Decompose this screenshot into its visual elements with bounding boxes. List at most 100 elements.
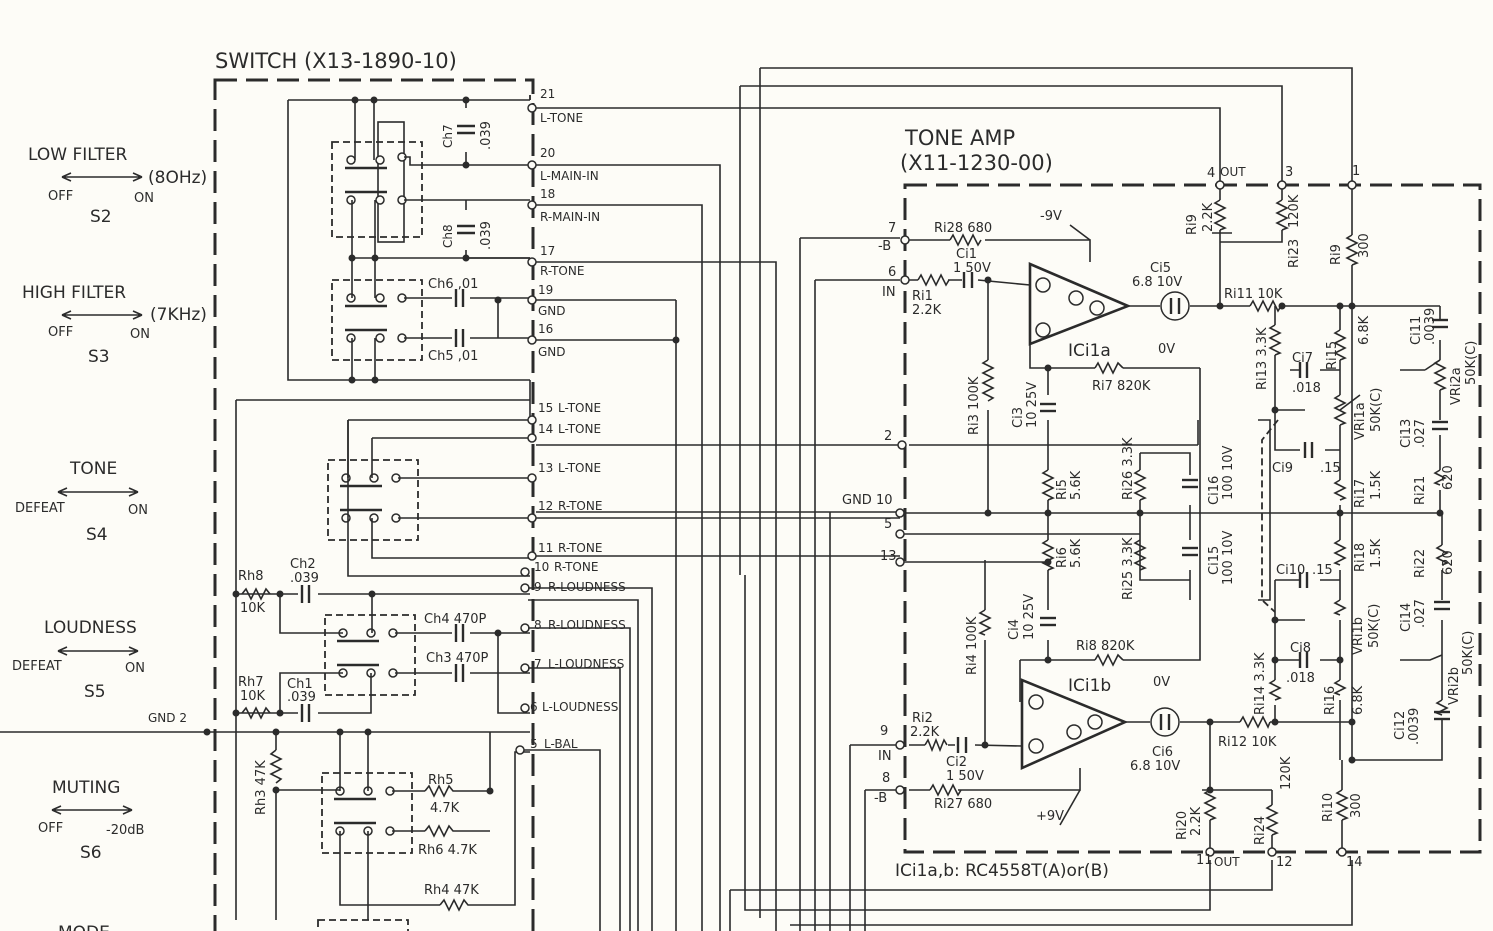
svg-text:300: 300 bbox=[1357, 233, 1372, 258]
svg-text:50K(C): 50K(C) bbox=[1367, 604, 1382, 648]
svg-text:R-TONE: R-TONE bbox=[558, 499, 602, 513]
svg-text:Ci4: Ci4 bbox=[1007, 619, 1022, 640]
svg-text:L-LOUDNESS: L-LOUDNESS bbox=[542, 700, 618, 714]
svg-text:Ci3: Ci3 bbox=[1011, 407, 1026, 428]
svg-text:Ri17: Ri17 bbox=[1353, 479, 1368, 508]
switch-note: (7KHz) bbox=[150, 305, 207, 325]
svg-text:Ch2: Ch2 bbox=[290, 557, 316, 572]
switch-id: S4 bbox=[86, 525, 108, 545]
svg-text:20: 20 bbox=[540, 146, 555, 160]
svg-text:Ri25 3.3K: Ri25 3.3K bbox=[1121, 537, 1136, 600]
switch-mode-mechanism bbox=[317, 919, 409, 931]
svg-text:4.7K: 4.7K bbox=[430, 801, 460, 816]
svg-text:4: 4 bbox=[1207, 166, 1215, 181]
svg-text:.0039: .0039 bbox=[1423, 308, 1438, 345]
svg-text:19: 19 bbox=[538, 283, 553, 297]
svg-text:L-TONE: L-TONE bbox=[558, 401, 601, 415]
svg-text:GND 10: GND 10 bbox=[842, 493, 892, 508]
svg-text:.027: .027 bbox=[1413, 419, 1428, 448]
svg-text:13: 13 bbox=[880, 549, 897, 564]
svg-text:120K: 120K bbox=[1287, 194, 1302, 228]
svg-text:Ci12: Ci12 bbox=[1393, 711, 1408, 740]
tone-amp-board-outline bbox=[903, 183, 1482, 854]
switch-component-labels: Ch7 .039 Ch8 .039 Ch6 ,01 Ch5 ,01 Ch2 .0… bbox=[148, 121, 494, 898]
svg-text:13: 13 bbox=[538, 461, 553, 475]
switch-label-s4: TONE DEFEAT ON S4 bbox=[15, 459, 148, 545]
switch-note: (8OHz) bbox=[148, 168, 207, 188]
svg-text:Ch8: Ch8 bbox=[441, 224, 455, 248]
svg-text:VRi2a: VRi2a bbox=[1449, 367, 1464, 405]
switch-label-s2: LOW FILTER (8OHz) OFF ON S2 bbox=[28, 145, 207, 227]
svg-text:VRi1b: VRi1b bbox=[1351, 617, 1366, 655]
svg-text:R-MAIN-IN: R-MAIN-IN bbox=[540, 210, 600, 224]
svg-text:VRi1a: VRi1a bbox=[1353, 402, 1368, 440]
inter-board-wiring bbox=[524, 67, 1353, 931]
svg-text:Rh3 47K: Rh3 47K bbox=[254, 760, 269, 815]
terminal-12: 12 R-TONE bbox=[527, 499, 602, 523]
switch-arrow-icon bbox=[57, 646, 139, 656]
switch-arrow-icon bbox=[51, 805, 133, 815]
svg-text:6.8K: 6.8K bbox=[1351, 685, 1366, 715]
svg-text:0V: 0V bbox=[1153, 675, 1170, 690]
tone-amp-wiring bbox=[904, 189, 1443, 848]
switch-arrow-icon bbox=[61, 172, 143, 182]
svg-text:Ri15: Ri15 bbox=[1325, 341, 1340, 370]
svg-text:ICi1a: ICi1a bbox=[1068, 341, 1111, 361]
svg-text:Ci7: Ci7 bbox=[1292, 351, 1313, 366]
svg-text:3: 3 bbox=[1285, 165, 1293, 180]
svg-text:620: 620 bbox=[1441, 550, 1456, 575]
svg-text:Ci11: Ci11 bbox=[1409, 316, 1424, 345]
svg-text:+9V: +9V bbox=[1036, 809, 1064, 824]
switch-s3-mechanism bbox=[331, 279, 423, 361]
svg-text:10K: 10K bbox=[240, 689, 266, 704]
svg-text:5.6K: 5.6K bbox=[1069, 470, 1084, 500]
svg-text:6.8 10V: 6.8 10V bbox=[1130, 759, 1180, 774]
switch-name: TONE bbox=[69, 459, 117, 479]
terminal-13: 13 L-TONE bbox=[527, 461, 601, 483]
switch-right-label: ON bbox=[128, 503, 148, 518]
svg-text:1 50V: 1 50V bbox=[953, 261, 991, 276]
opamp-ici1a: ICi1a bbox=[1028, 262, 1132, 361]
svg-text:12: 12 bbox=[538, 499, 553, 513]
svg-text:Ch5 ,01: Ch5 ,01 bbox=[428, 349, 478, 364]
svg-text:Ci8: Ci8 bbox=[1290, 641, 1311, 656]
svg-text:14: 14 bbox=[1346, 855, 1363, 870]
svg-text:120K: 120K bbox=[1279, 756, 1294, 790]
svg-text:Ci1: Ci1 bbox=[956, 247, 977, 262]
partial-mode-label: MODE bbox=[58, 923, 110, 931]
switch-name: LOUDNESS bbox=[44, 618, 137, 638]
svg-text:16: 16 bbox=[538, 322, 553, 336]
svg-text:OUT: OUT bbox=[1214, 855, 1240, 869]
svg-text:Ri16: Ri16 bbox=[1323, 686, 1338, 715]
svg-text:Ri7 820K: Ri7 820K bbox=[1092, 379, 1151, 394]
switch-left-label: OFF bbox=[48, 325, 73, 340]
svg-text:10 25V: 10 25V bbox=[1025, 382, 1040, 428]
switch-right-label: ON bbox=[134, 191, 154, 206]
svg-text:Ri12 10K: Ri12 10K bbox=[1218, 735, 1277, 750]
svg-text:10 25V: 10 25V bbox=[1022, 594, 1037, 640]
svg-text:5.6K: 5.6K bbox=[1069, 538, 1084, 568]
svg-text:Ri13 3.3K: Ri13 3.3K bbox=[1255, 327, 1270, 390]
svg-text:.027: .027 bbox=[1413, 599, 1428, 628]
svg-text:L-TONE: L-TONE bbox=[558, 461, 601, 475]
switch-internal-wiring bbox=[0, 95, 531, 920]
switch-left-label: OFF bbox=[38, 821, 63, 836]
svg-text:Ch1: Ch1 bbox=[287, 677, 313, 692]
svg-text:R-TONE: R-TONE bbox=[558, 541, 602, 555]
svg-text:VRi2b: VRi2b bbox=[1447, 667, 1462, 705]
tone-amp-labels: Ri28 680 Ri27 680 Ci1 1 50V Ci2 1 50V Ri… bbox=[910, 194, 1479, 845]
svg-text:Ri23: Ri23 bbox=[1287, 239, 1302, 268]
svg-text:620: 620 bbox=[1441, 465, 1456, 490]
switch-label-s3: HIGH FILTER (7KHz) OFF ON S3 bbox=[22, 283, 207, 367]
svg-text:18: 18 bbox=[540, 187, 555, 201]
junction-dots bbox=[203, 96, 1444, 795]
svg-text:300: 300 bbox=[1349, 793, 1364, 818]
svg-text:.018: .018 bbox=[1292, 381, 1321, 396]
svg-text:Ri22: Ri22 bbox=[1413, 549, 1428, 578]
svg-text:Rh5: Rh5 bbox=[428, 773, 454, 788]
